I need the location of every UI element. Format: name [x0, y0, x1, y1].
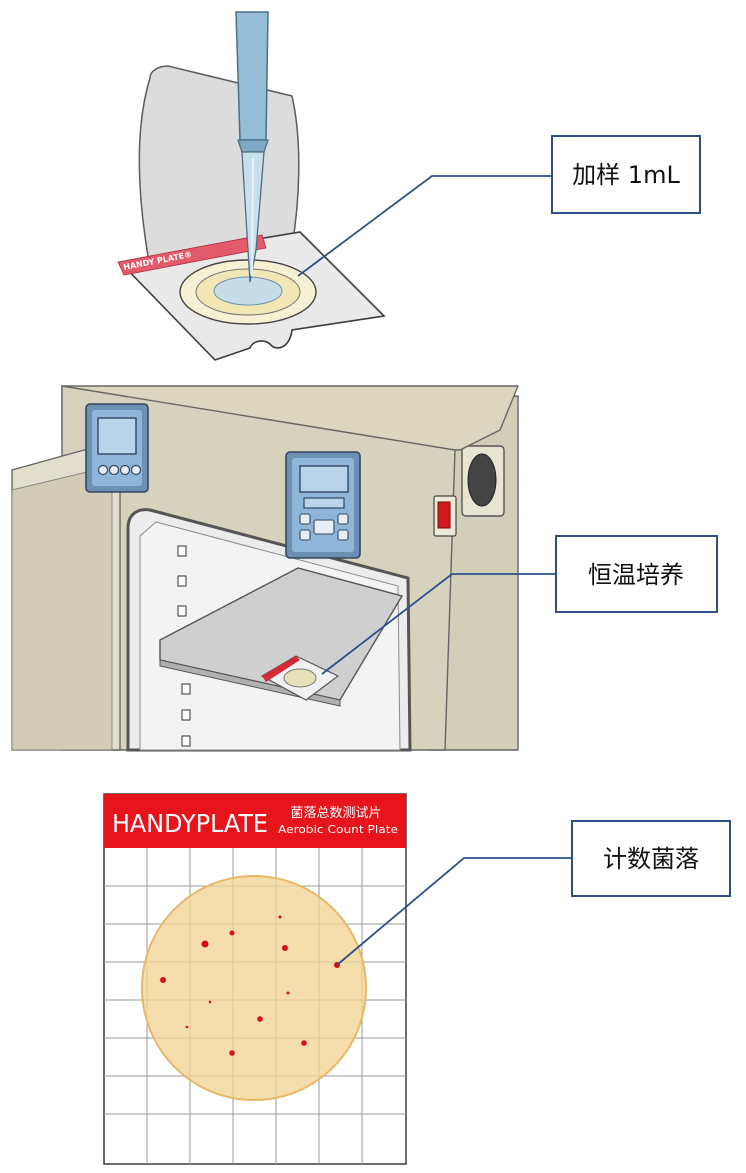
- callout-label-1: 加样 1mL: [572, 161, 680, 189]
- left-control-panel: [85, 403, 149, 493]
- callout-line-1: [297, 175, 552, 277]
- colonies: [160, 915, 340, 1056]
- callout-box-1: [551, 135, 701, 214]
- callout-line-3: [336, 857, 572, 966]
- plate-header: [104, 794, 406, 848]
- colony: [282, 945, 288, 951]
- plate-brand: HANDYPLATE: [112, 809, 268, 838]
- callout-line-2: [321, 573, 556, 675]
- callout-box-2: [555, 535, 718, 613]
- power-switch: [433, 495, 457, 537]
- colony: [278, 915, 282, 919]
- incubator-scene: [11, 385, 520, 752]
- colony: [229, 930, 235, 936]
- plate-title-en: Aerobic Count Plate: [278, 823, 398, 836]
- colony: [286, 991, 290, 995]
- callout-label-3: 计数菌落: [603, 845, 699, 873]
- right-control-panel: [285, 451, 361, 559]
- colony: [185, 1025, 189, 1029]
- colony: [301, 1040, 307, 1046]
- incubator-shelf: [159, 567, 404, 701]
- plate-on-shelf: [260, 655, 340, 701]
- colony: [201, 940, 209, 948]
- colony: [160, 977, 166, 983]
- colony: [208, 1000, 212, 1004]
- count-plate: HANDYPLATE 菌落总数测试片 Aerobic Count Plate: [103, 793, 407, 1165]
- colony: [257, 1016, 263, 1022]
- colony: [229, 1050, 235, 1056]
- plate-title-cn: 菌落总数测试片: [290, 806, 381, 821]
- callout-1: 加样 1mL: [297, 135, 701, 277]
- sample-puddle: [213, 276, 283, 306]
- callout-box-3: [571, 820, 731, 897]
- growth-disc: [141, 875, 367, 1101]
- callout-label-2: 恒温培养: [588, 561, 684, 589]
- pipette-collar: [237, 139, 269, 153]
- shelf-slots: [177, 545, 191, 747]
- right-display: [299, 465, 349, 493]
- plate-label-strip: [117, 234, 267, 276]
- left-display: [97, 417, 137, 455]
- callout-2: 恒温培养: [321, 535, 718, 675]
- callout-3: 计数菌落: [336, 820, 731, 966]
- pipette-scene: HANDY PLATE®: [117, 11, 386, 361]
- pipette-barrel: [235, 11, 269, 141]
